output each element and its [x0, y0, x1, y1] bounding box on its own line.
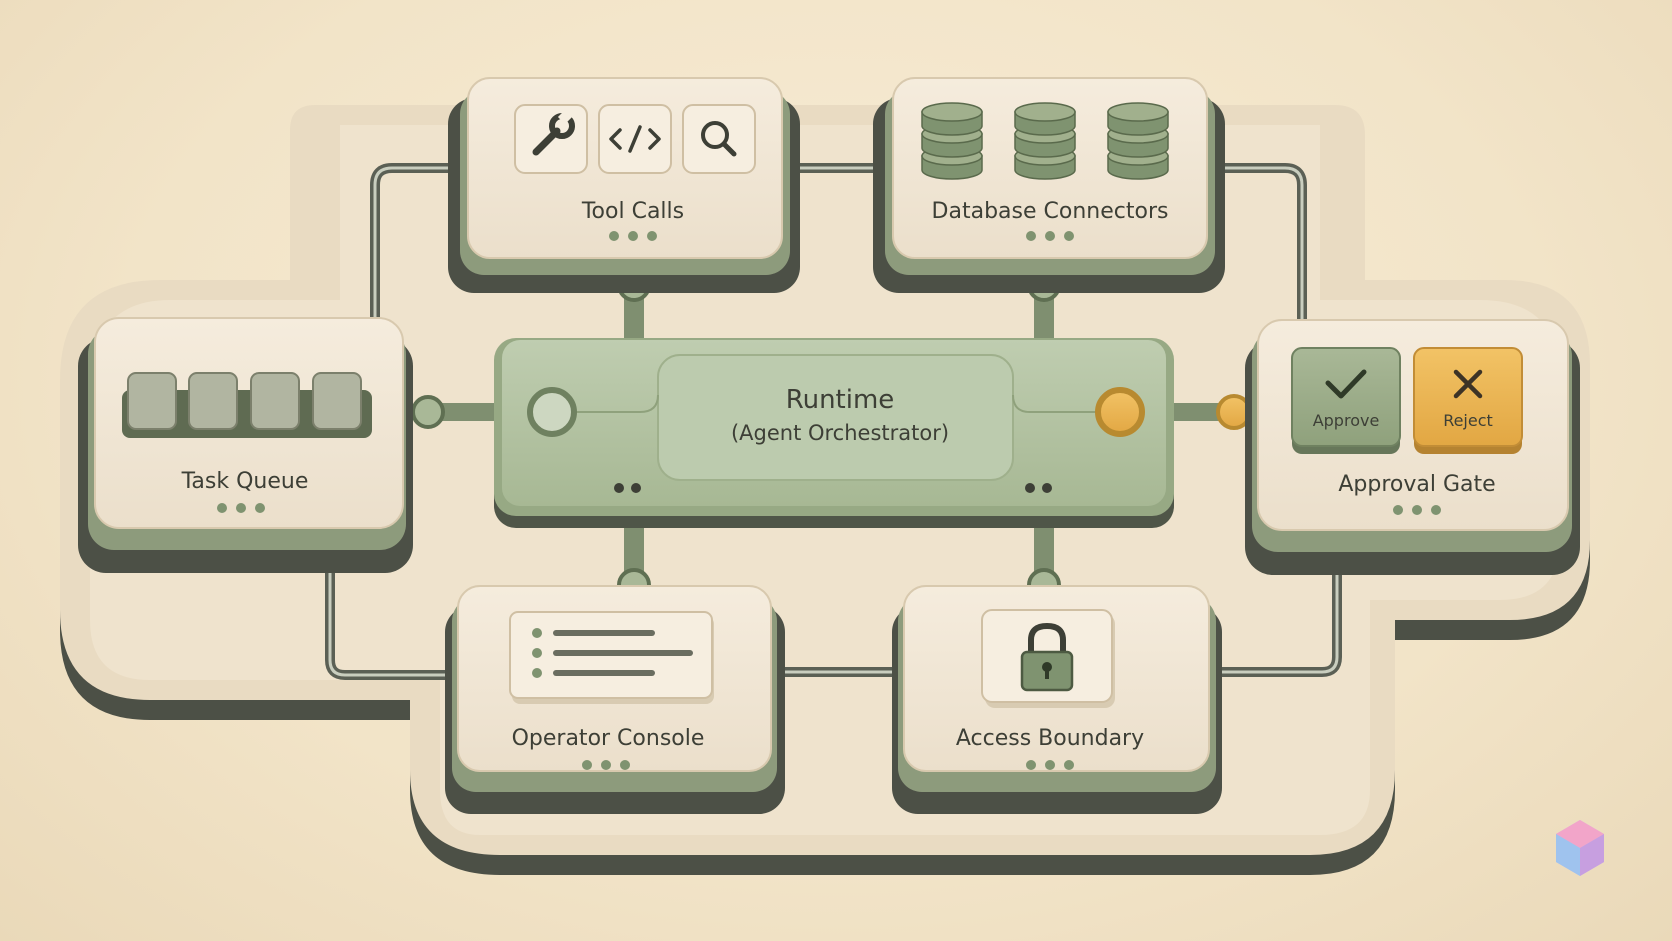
status-dots — [1393, 505, 1441, 515]
database-connectors-label: Database Connectors — [932, 199, 1169, 224]
queue-slots — [122, 372, 372, 438]
approve-label: Approve — [1313, 411, 1380, 430]
lock-icon — [981, 609, 1115, 708]
code-icon[interactable] — [598, 104, 672, 174]
hub-port-right — [1095, 387, 1145, 437]
tool-calls-card[interactable]: Tool Calls — [448, 77, 800, 293]
reject-label: Reject — [1443, 411, 1493, 430]
hub-subtitle: (Agent Orchestrator) — [731, 421, 949, 445]
cube-icon — [1556, 820, 1604, 876]
status-dots — [582, 760, 630, 770]
task-queue-label: Task Queue — [181, 469, 309, 494]
approval-gate-label: Approval Gate — [1338, 472, 1495, 497]
operator-console-card[interactable]: Operator Console — [445, 585, 785, 814]
check-icon — [1325, 369, 1367, 399]
approval-gate-card[interactable]: Approve Reject Approval Gate — [1245, 319, 1580, 575]
database-icon — [921, 102, 983, 180]
access-boundary-card[interactable]: Access Boundary — [892, 585, 1222, 814]
operator-console-label: Operator Console — [512, 726, 705, 751]
database-icon — [1014, 102, 1076, 180]
hub-port-left — [527, 387, 577, 437]
status-dots — [609, 231, 657, 241]
status-dots — [217, 503, 265, 513]
wrench-icon[interactable] — [514, 104, 588, 174]
list-icon — [509, 611, 714, 704]
runtime-hub[interactable]: Runtime (Agent Orchestrator) — [494, 338, 1174, 528]
connector-lines-highlight — [328, 166, 1339, 677]
search-icon[interactable] — [682, 104, 756, 174]
task-queue-card[interactable]: Task Queue — [78, 317, 413, 573]
tool-calls-label: Tool Calls — [581, 199, 684, 224]
database-icon — [1107, 102, 1169, 180]
hub-title: Runtime — [786, 385, 895, 415]
status-dots — [1026, 231, 1074, 241]
database-connectors-card[interactable]: Database Connectors — [873, 77, 1225, 293]
access-boundary-label: Access Boundary — [956, 726, 1144, 751]
approve-button[interactable]: Approve — [1291, 347, 1401, 454]
status-dots — [1026, 760, 1074, 770]
reject-button[interactable]: Reject — [1413, 347, 1523, 454]
x-icon — [1453, 369, 1483, 399]
